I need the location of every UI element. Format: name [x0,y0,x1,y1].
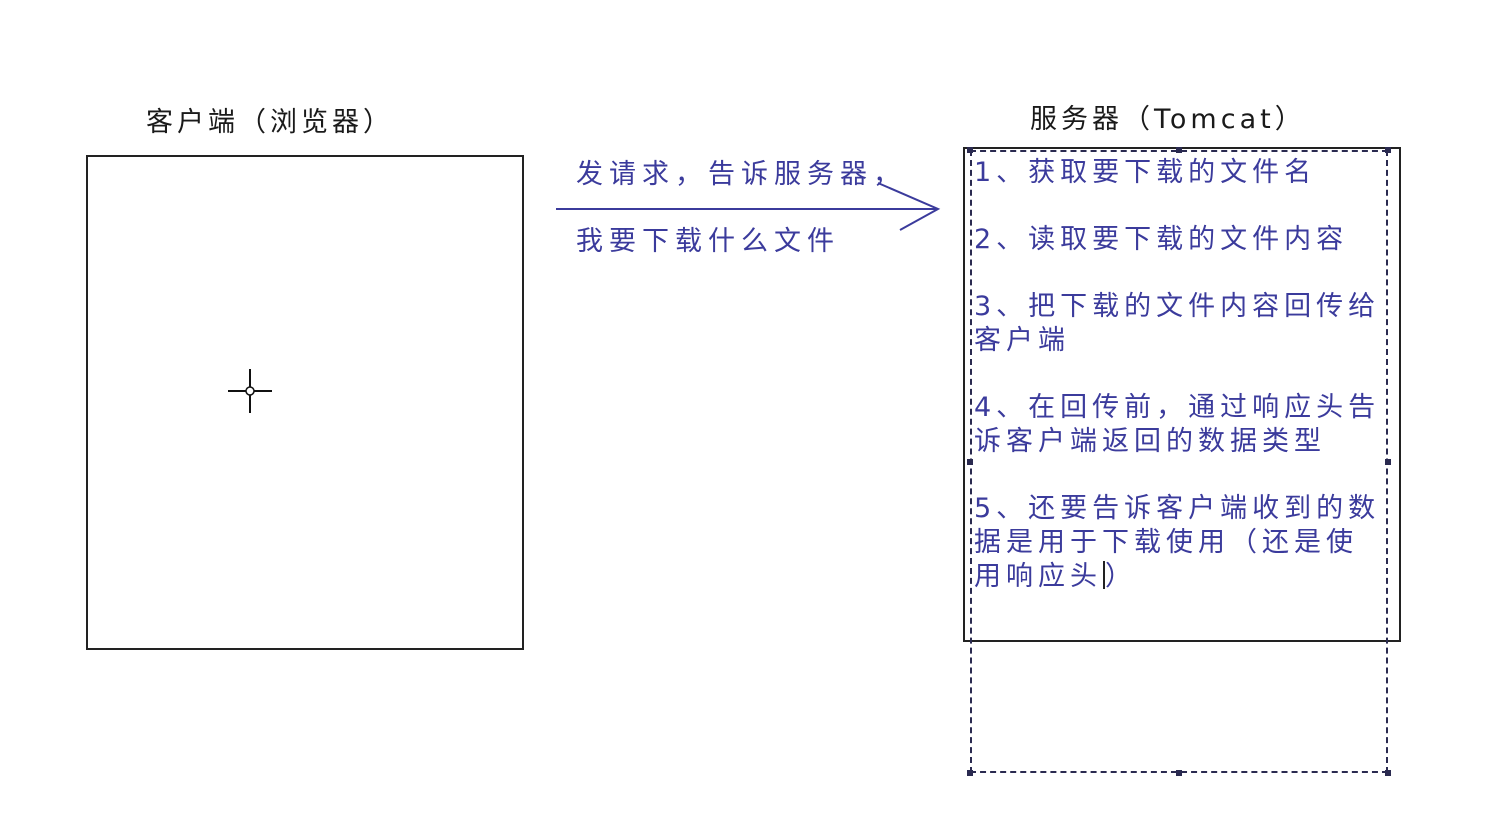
request-arrow-icon [556,182,941,231]
server-title: 服务器（Tomcat） [1030,104,1306,135]
resize-handle-bottom-right[interactable] [1385,770,1391,776]
step-5-text: 5、还要告诉客户端收到的数据是用于下载使用（还是使用响应头 [974,493,1381,592]
resize-handle-bottom-middle[interactable] [1176,770,1182,776]
server-steps-textbox[interactable]: 1、获取要下载的文件名 2、读取要下载的文件内容 3、把下载的文件内容回传给客户… [974,150,1386,627]
request-text-line2: 我要下载什么文件 [576,226,840,257]
client-box [86,155,524,650]
resize-handle-bottom-left[interactable] [967,770,973,776]
step-4: 4、在回传前，通过响应头告诉客户端返回的数据类型 [974,392,1381,457]
crosshair-cursor-icon [228,369,272,413]
step-5: 5、还要告诉客户端收到的数据是用于下载使用（还是使用响应头） [974,492,1386,594]
step-3: 3、把下载的文件内容回传给客户端 [974,291,1381,356]
client-title: 客户端（浏览器） [146,107,394,138]
step-1: 1、获取要下载的文件名 [974,157,1317,188]
step-2: 2、读取要下载的文件内容 [974,224,1349,255]
request-text-line1: 发请求，告诉服务器， [576,159,906,190]
text-caret [1103,561,1105,589]
server-box [963,147,1401,642]
step-5-tail: ） [1105,561,1137,592]
